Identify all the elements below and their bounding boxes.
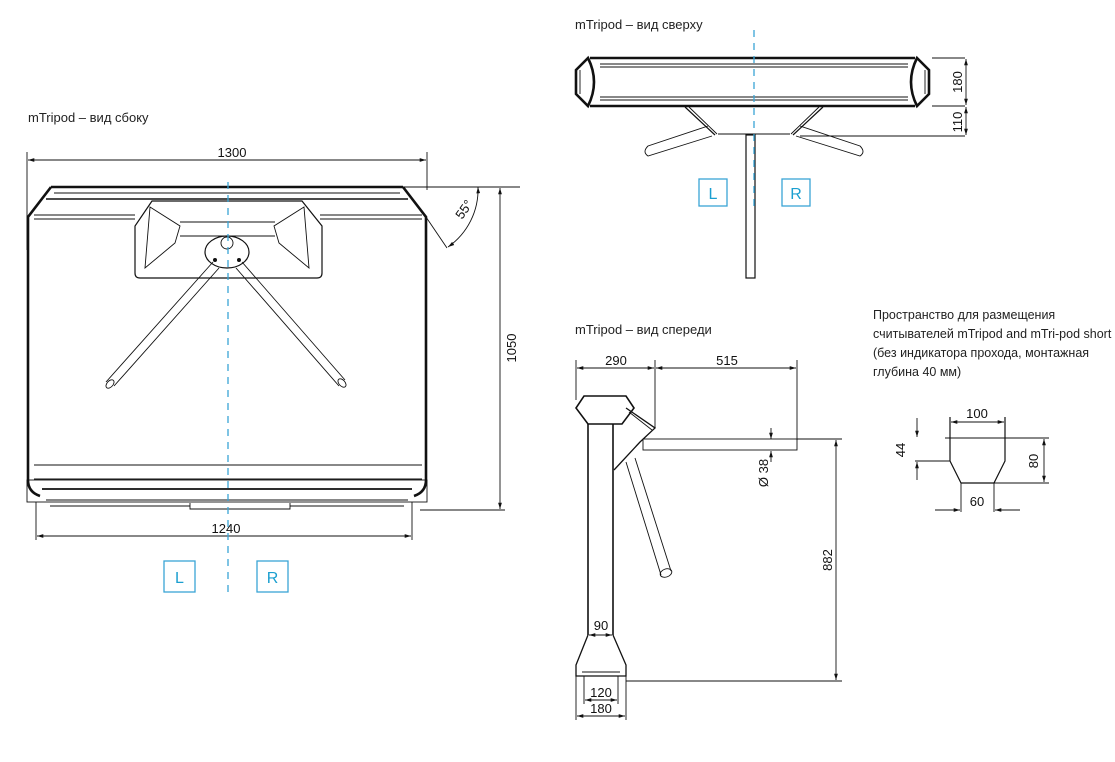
dim-90-120-180: 90 120 180 [575,618,627,720]
side-body [26,185,428,510]
dim-label-110: 110 [950,112,965,133]
dim-label-1240: 1240 [212,521,241,536]
top-view: 180 110 L R [574,30,968,279]
dim-label-44: 44 [893,443,908,457]
dim-label-90: 90 [594,618,608,633]
dim-label-1050: 1050 [504,334,519,363]
dim-label-180-top: 180 [950,71,965,93]
dim-label-290: 290 [605,353,627,368]
top-body [574,55,931,109]
dim-label-882: 882 [820,549,835,571]
side-head-panel [134,200,323,279]
dim-label-180-base: 180 [590,701,612,716]
side-view-title: mTripod – вид сбоку [28,110,149,125]
dim-label-515: 515 [716,353,738,368]
dim-1240: 1240 [35,502,413,540]
side-view: 1300 [26,145,520,598]
side-tripod-arms [105,261,347,389]
dim-label-100: 100 [966,406,988,421]
top-head-and-arms [644,106,864,279]
dim-60: 60 [935,483,1020,512]
dim-label-1300: 1300 [218,145,247,160]
front-view-title: mTripod – вид спереди [575,322,712,337]
dim-80: 80 [1026,439,1046,482]
dim-angle-55: 55° [403,186,520,249]
dim-180-110: 180 110 [800,57,968,137]
dim-label-80: 80 [1026,454,1041,468]
dim-100: 100 [951,406,1004,424]
dim-1300: 1300 [26,145,428,250]
dim-38: Ø 38 [756,428,773,487]
dim-label-38: Ø 38 [756,459,771,487]
top-lr-markers: L R [698,178,811,207]
front-post [575,395,635,677]
front-head [613,407,798,578]
dim-882: 882 [626,438,842,682]
side-label-R: R [267,570,279,587]
top-label-L: L [709,186,718,203]
side-lr-markers: L R [163,560,289,593]
dim-1050: 1050 [420,188,519,511]
front-arm-horizontal [642,438,798,451]
dim-290-515: 290 515 [575,353,798,440]
reader-space: 100 44 80 60 [893,406,1049,512]
front-view: 290 515 Ø 38 882 90 120 180 [575,353,842,720]
dim-44: 44 [893,418,919,480]
top-label-R: R [790,186,802,203]
side-label-L: L [175,570,184,587]
top-view-title: mTripod – вид сверху [575,17,703,32]
dim-label-120: 120 [590,685,612,700]
dim-label-60: 60 [970,494,984,509]
reader-space-note: Пространство для размещения считывателей… [873,308,1112,379]
